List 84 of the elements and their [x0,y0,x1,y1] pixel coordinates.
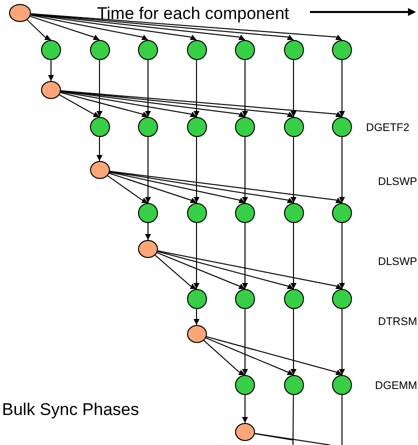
circle-node [186,203,206,223]
arrow [339,60,345,118]
circle-node [332,375,352,395]
axis-label: Time for each component [97,3,290,25]
arrow [242,308,248,376]
arrow [154,254,197,290]
phase-label: DLSWP [378,255,418,270]
arrow [108,171,294,204]
arrow [205,337,294,376]
arrow [157,251,294,290]
arrow [194,136,200,204]
arrow [242,136,248,204]
arrow [290,136,296,204]
arrow [339,136,345,204]
arrow [290,222,296,290]
arrow [242,60,248,118]
phase-label: DTRSM [378,315,418,330]
circle-node [284,117,304,137]
arrow [30,14,246,40]
phase-label: DGETF2 [366,121,410,136]
arrow [96,136,102,162]
circle-node [332,203,352,223]
circle-node [284,375,304,395]
arrow [30,13,342,40]
arrow [242,222,248,290]
arrow [60,90,342,118]
arrow [206,336,342,376]
arrow [157,250,342,290]
side-label: Bulk Sync Phases [2,399,140,421]
circle-node [138,40,158,60]
arrow [145,222,151,240]
circle-node [186,289,206,309]
circle-node [41,40,61,60]
arrow [339,222,345,290]
circle-node [138,117,158,137]
circle-node [186,40,206,60]
circle-node [235,289,255,309]
circle-node [332,117,352,137]
phase-label: DGEMM [375,379,418,394]
arrow [30,14,197,40]
arrow [26,19,52,40]
arrow [60,91,197,118]
arrow [30,14,148,40]
arrow [145,60,151,118]
arrow [339,308,345,376]
arrow [145,136,151,204]
arrow [290,308,296,376]
circle-node [235,40,255,60]
arrow [96,60,102,118]
circle-node [284,40,304,60]
circle-node [138,203,158,223]
circle-node [235,117,255,137]
circle-node [90,40,110,60]
arrow [290,60,296,118]
circle-node [138,240,158,258]
circle-node [90,161,110,179]
arrow [194,222,200,290]
arrow [108,170,342,204]
arrow [59,94,100,118]
arrow [156,252,246,290]
arrow [194,308,200,326]
arrow [30,16,100,40]
circle-node [186,325,206,343]
circle-node [41,81,61,99]
arrow [194,60,200,118]
phase-label: DLSWP [378,175,418,190]
arrow [108,172,246,204]
arrow [106,175,148,204]
arrow [242,394,248,424]
circle-node [332,289,352,309]
arrow [108,172,197,204]
circle-node [235,203,255,223]
circle-node [332,40,352,60]
circle-node [235,423,255,441]
arrow [60,90,246,118]
arrow [60,92,148,118]
circle-node [284,289,304,309]
circle-node [9,4,31,22]
circle-node [284,203,304,223]
circle-node [186,117,206,137]
circle-node [235,375,255,395]
circle-node [90,117,110,137]
arrow [48,60,54,82]
arrow [203,340,246,376]
